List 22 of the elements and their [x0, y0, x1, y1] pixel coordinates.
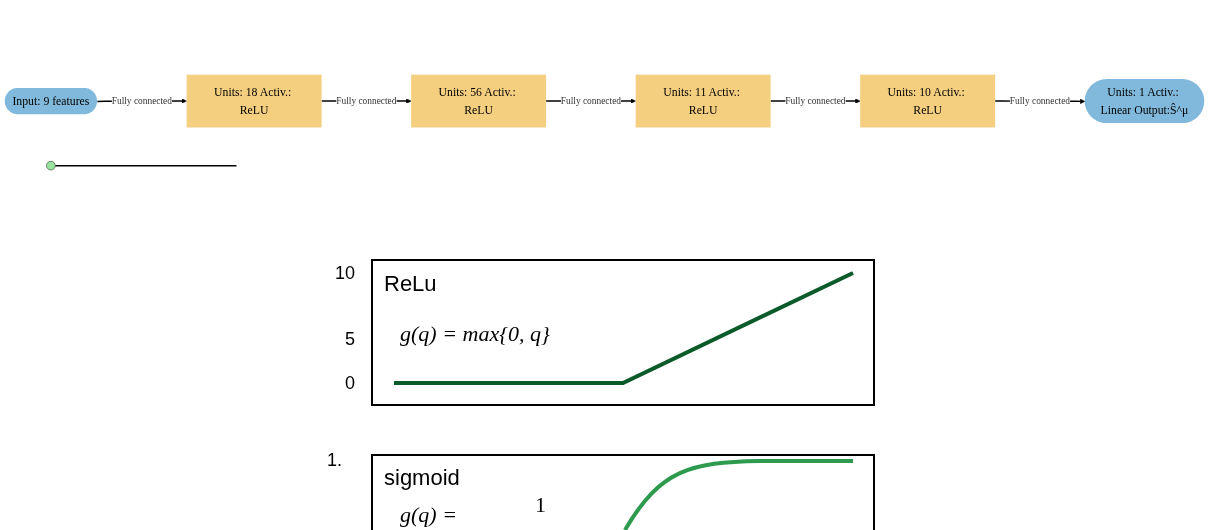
- formula: 1: [535, 492, 546, 517]
- node-box: Units: 11 Activ.: ReLU: [635, 75, 771, 128]
- axis-tick-label: 0: [345, 373, 355, 393]
- edge-label: Fully connected: [785, 96, 846, 107]
- formula: g(q) = max{0, q}: [400, 321, 550, 346]
- axis-tick-label: 5: [345, 329, 355, 349]
- node-circle: [46, 161, 56, 171]
- edge-label: Fully connected: [111, 96, 172, 107]
- connector: [54, 165, 238, 167]
- edge-label: Fully connected: [336, 96, 397, 107]
- node-box: Units: 56 Activ.: ReLU: [411, 75, 547, 128]
- axis-tick-label: 1.: [327, 450, 342, 470]
- edge-label: Fully connected: [560, 96, 621, 107]
- formula: g(q) =: [400, 502, 457, 527]
- plot-title: sigmoid: [384, 465, 460, 490]
- axis-tick-label: 10: [334, 263, 355, 283]
- node-box: Units: 10 Activ.: ReLU: [860, 75, 996, 128]
- node-box: Units: 1 Activ.: Linear Output:Ŝ^μ: [1084, 79, 1205, 124]
- plot-title: ReLu: [384, 271, 437, 296]
- node-box: Units: 18 Activ.: ReLU: [186, 75, 322, 128]
- node-box: Input: 9 features: [4, 88, 98, 115]
- edge-label: Fully connected: [1009, 96, 1071, 107]
